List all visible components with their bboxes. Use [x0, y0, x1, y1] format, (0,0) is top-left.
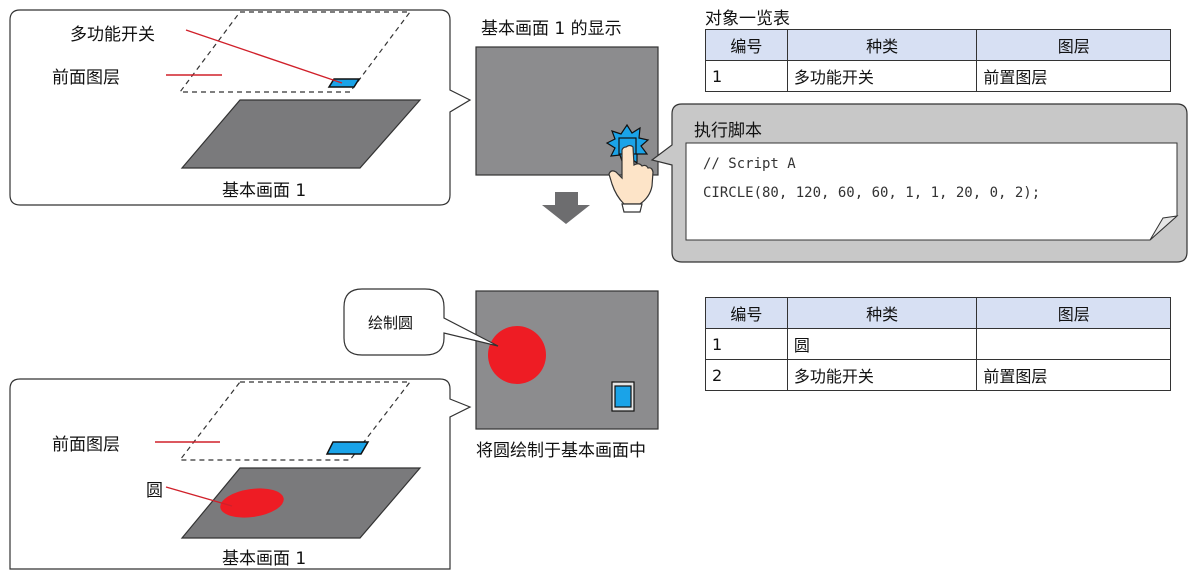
bottom-object-table: 编号 种类 图层 1 圆 2 多功能开关 前置图层 — [705, 297, 1171, 391]
cell-layer: 前置图层 — [976, 60, 1171, 92]
table-header-row: 编号 种类 图层 — [705, 29, 1171, 61]
down-arrow-icon — [542, 192, 590, 224]
cell-number: 2 — [705, 359, 788, 391]
top-base-layer-shape — [180, 99, 422, 169]
table-row: 1 圆 — [705, 328, 1171, 360]
bottom-display-circle — [488, 326, 546, 384]
bottom-circle-label: 圆 — [146, 481, 163, 501]
bottom-circle-leader-line — [165, 486, 233, 507]
header-number: 编号 — [705, 29, 788, 61]
bottom-layer-circle — [220, 488, 284, 518]
top-front-layer-outline — [178, 11, 412, 93]
bottom-base-screen-label: 基本画面 1 — [222, 549, 307, 569]
table-row: 1 多功能开关 前置图层 — [705, 60, 1171, 92]
folded-corner-icon — [1149, 215, 1179, 241]
cell-layer — [976, 328, 1171, 360]
bottom-caption: 将圆绘制于基本画面中 — [476, 441, 646, 461]
draw-circle-callout — [343, 288, 499, 356]
cell-type: 多功能开关 — [786, 359, 978, 391]
bottom-display-switch — [614, 385, 632, 408]
header-layer: 图层 — [976, 29, 1171, 61]
script-line-comment: // Script A — [703, 156, 796, 172]
top-object-table: 编号 种类 图层 1 多功能开关 前置图层 — [705, 29, 1171, 92]
hand-pointer-icon — [608, 144, 654, 205]
cell-number: 1 — [705, 328, 788, 360]
top-switch-leader-line — [185, 29, 343, 84]
script-bubble-title: 执行脚本 — [694, 121, 762, 141]
header-number: 编号 — [705, 297, 788, 329]
header-type: 种类 — [786, 29, 978, 61]
top-multi-switch-label: 多功能开关 — [70, 25, 155, 45]
draw-circle-callout-text: 绘制圆 — [368, 314, 414, 332]
table-row: 2 多功能开关 前置图层 — [705, 359, 1171, 391]
top-base-screen-label: 基本画面 1 — [222, 181, 307, 201]
cell-type: 圆 — [786, 328, 978, 360]
cell-type: 多功能开关 — [786, 60, 978, 92]
hand-cuff — [621, 203, 643, 213]
bottom-base-layer-shape — [180, 467, 422, 539]
bottom-front-layer-outline — [178, 381, 412, 461]
script-line-call: CIRCLE(80, 120, 60, 60, 1, 1, 20, 0, 2); — [703, 185, 1041, 201]
display-title: 基本画面 1 的显示 — [481, 19, 622, 39]
bottom-multi-switch-shape — [325, 441, 370, 455]
cell-layer: 前置图层 — [976, 359, 1171, 391]
object-list-title: 对象一览表 — [705, 9, 790, 29]
cell-number: 1 — [705, 60, 788, 92]
header-layer: 图层 — [976, 297, 1171, 329]
bottom-front-layer-label: 前面图层 — [52, 435, 120, 455]
header-type: 种类 — [786, 297, 978, 329]
top-front-layer-label: 前面图层 — [52, 68, 120, 88]
table-header-row: 编号 种类 图层 — [705, 297, 1171, 329]
